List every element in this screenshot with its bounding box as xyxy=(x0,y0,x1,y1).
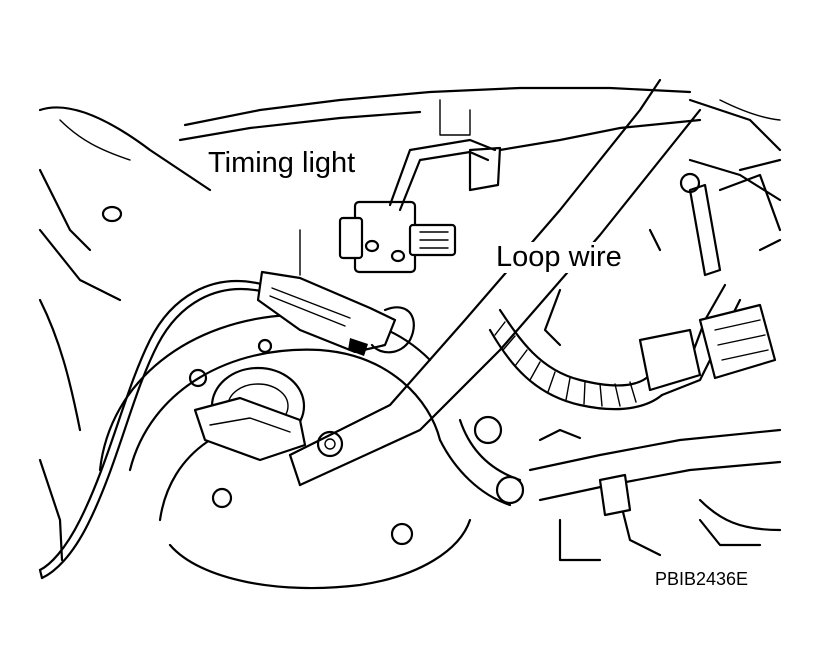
timing-light-label: Timing light xyxy=(204,148,360,179)
loop-wire-harness xyxy=(488,283,742,411)
right-components xyxy=(543,158,782,392)
timing-light-cable xyxy=(38,280,267,580)
top-panels xyxy=(178,86,782,202)
loop-wire-label: Loop wire xyxy=(492,242,626,273)
timing-light-clamp xyxy=(256,229,415,356)
ignition-coil xyxy=(193,396,307,462)
fender-outline xyxy=(38,106,212,562)
cylinder-head xyxy=(338,138,502,274)
lower-components xyxy=(438,415,782,562)
figure-id: PBIB2436E xyxy=(655,569,749,589)
